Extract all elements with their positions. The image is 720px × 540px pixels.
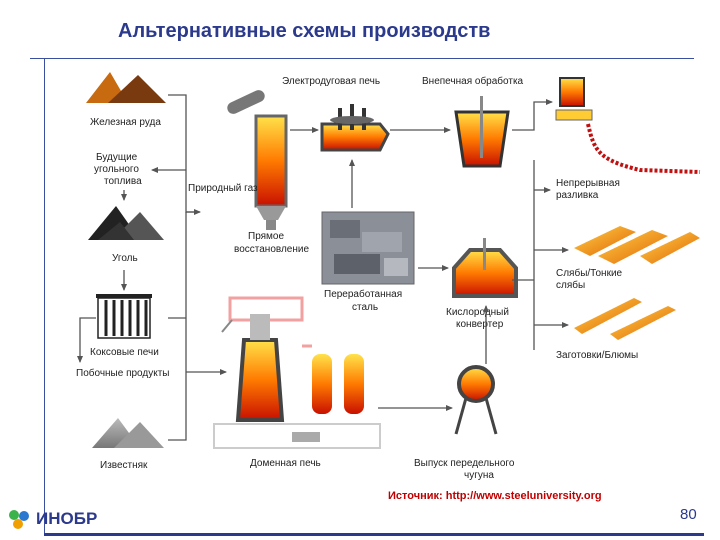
- natural-gas-label: Природный газ: [188, 183, 258, 194]
- slabs-icon: [574, 226, 700, 264]
- iron-ore-pile-icon: [86, 72, 166, 103]
- continuous-casting-label-2: разливка: [556, 190, 599, 201]
- dri-shaft-furnace-icon: [254, 114, 288, 230]
- limestone-pile-icon: [92, 418, 164, 448]
- scrap-label-2: сталь: [352, 302, 378, 313]
- continuous-casting-label-1: Непрерывная: [556, 178, 620, 189]
- casting-strand-icon: [586, 123, 701, 174]
- future-fuel-label-3: топлива: [104, 176, 142, 187]
- ladle-icon: [454, 96, 510, 168]
- pig-iron-label-2: чугуна: [464, 470, 494, 481]
- process-connectors: [290, 99, 569, 411]
- coke-ovens-icon: [96, 294, 152, 339]
- limestone-label: Известняк: [100, 460, 148, 471]
- eaf-furnace-icon: [320, 104, 390, 152]
- left-connectors: [77, 94, 227, 441]
- scrap-label-1: Переработанная: [324, 288, 402, 300]
- bof-label-1: Кислородный: [446, 307, 509, 318]
- iron-ore-label: Железная руда: [90, 117, 161, 128]
- coke-ovens-label: Коксовые печи: [90, 347, 159, 358]
- bof-converter-icon: [452, 238, 518, 298]
- billets-label: Заготовки/Блюмы: [556, 350, 638, 361]
- future-fuel-label-1: Будущие: [96, 152, 138, 163]
- hot-stoves-icon: [302, 344, 364, 414]
- future-fuel-label-2: угольного: [94, 164, 139, 175]
- byproducts-label: Побочные продукты: [76, 367, 170, 379]
- inobr-logo: ИНОБР: [6, 506, 97, 532]
- source-credit: Источник: http://www.steeluniversity.org: [388, 490, 602, 502]
- pig-iron-label-1: Выпуск передельного: [414, 458, 515, 469]
- bottom-rule: [44, 533, 704, 536]
- billets-icon: [574, 298, 676, 340]
- coal-pile-icon: [88, 206, 164, 240]
- conveyor-icon: [227, 90, 265, 114]
- blast-furnace-icon: [213, 296, 381, 449]
- coal-label: Уголь: [112, 253, 138, 264]
- dri-label-2: восстановление: [234, 244, 309, 255]
- top-rule: [30, 58, 694, 59]
- slabs-label-2: слябы: [556, 279, 585, 291]
- tundish-icon: [555, 77, 593, 121]
- page-number: 80: [680, 506, 697, 523]
- logo-text: ИНОБР: [36, 509, 98, 528]
- scrap-photo-icon: [321, 211, 415, 285]
- ladle-label: Внепечная обработка: [422, 75, 524, 87]
- logo-mark-icon: [9, 510, 29, 529]
- left-rule: [44, 58, 45, 534]
- eaf-label: Электродуговая печь: [282, 76, 380, 87]
- torpedo-ladle-icon: [454, 365, 498, 435]
- page-title: Альтернативные схемы производств: [118, 20, 491, 42]
- dri-label-1: Прямое: [248, 231, 284, 242]
- slabs-label-1: Слябы/Тонкие: [556, 267, 623, 279]
- blast-furnace-label: Доменная печь: [250, 458, 321, 469]
- bof-label-2: конвертер: [456, 319, 504, 330]
